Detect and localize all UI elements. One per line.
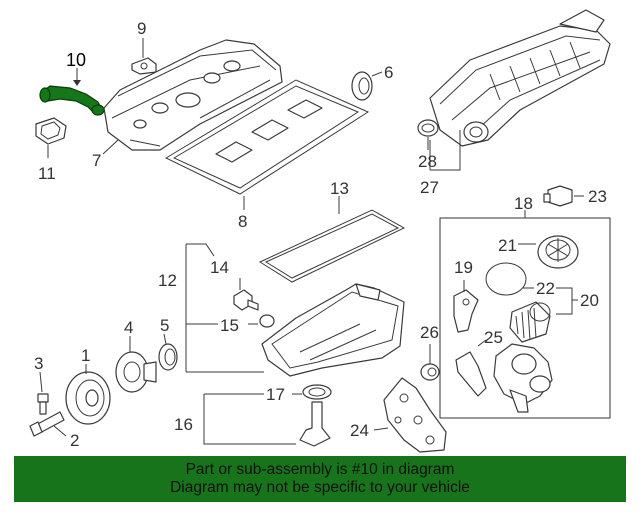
banner-line-1: Part or sub-assembly is #10 in diagram: [185, 461, 455, 478]
part-25-gasket: [455, 351, 487, 397]
leader-2: [53, 425, 67, 437]
part-5-seal: [158, 343, 178, 371]
label-28: 28: [418, 152, 437, 171]
part-20-filter-element: [509, 301, 551, 343]
label-14: 14: [210, 258, 229, 277]
label-19: 19: [454, 258, 473, 277]
label-12: 12: [158, 271, 177, 290]
label-8: 8: [238, 212, 247, 231]
label-5: 5: [160, 316, 169, 335]
label-13: 13: [330, 179, 349, 198]
leader-25: [477, 339, 487, 347]
part-26-plug: [420, 363, 440, 381]
part-11-gasket: [35, 117, 67, 145]
part-13-oil-pan-gasket: [258, 209, 406, 283]
part-22-o-ring: [485, 262, 527, 296]
part-19-gasket: [453, 289, 479, 333]
label-17: 17: [266, 385, 285, 404]
part-16-oil-pickup: [299, 401, 331, 447]
label-18: 18: [514, 194, 533, 213]
part-7-valve-cover: [103, 39, 283, 151]
part-1-pulley: [65, 371, 111, 425]
label-21: 21: [498, 236, 517, 255]
part-6-seal: [351, 71, 373, 101]
label-15: 15: [220, 316, 239, 335]
label-20: 20: [580, 291, 599, 310]
label-9: 9: [137, 19, 146, 38]
part-4-hub: [115, 351, 157, 393]
label-1: 1: [81, 346, 90, 365]
arrow-10: [73, 80, 81, 86]
part-2-bolt: [29, 411, 65, 437]
label-10: 10: [66, 50, 86, 70]
leader-7: [102, 139, 119, 155]
label-27: 27: [420, 178, 439, 197]
leader-24: [373, 427, 389, 431]
leader-16-bracket: [203, 394, 296, 445]
label-26: 26: [420, 323, 439, 342]
label-4: 4: [124, 318, 133, 337]
part-23-sensor: [543, 185, 573, 207]
leader-27-a: [430, 130, 461, 171]
leader-3: [39, 371, 43, 393]
part-labels: 1 2 3 4 5 6 7 8 9 10 11 12 13 14 15 16 1…: [34, 19, 607, 450]
leader-5: [163, 333, 167, 345]
part-3-bolt: [37, 393, 49, 415]
banner-line-2: Diagram may not be specific to your vehi…: [170, 479, 470, 496]
leader-12-top: [186, 243, 215, 257]
part-15-washer: [259, 314, 275, 328]
label-2: 2: [70, 431, 79, 450]
label-25: 25: [484, 328, 503, 347]
label-6: 6: [384, 63, 393, 82]
label-24: 24: [350, 421, 369, 440]
oil-filter-housing: [493, 343, 553, 413]
label-16: 16: [174, 415, 193, 434]
part-17-o-ring: [302, 384, 332, 400]
label-23: 23: [588, 187, 607, 206]
part-28-seal: [417, 119, 439, 137]
label-7: 7: [92, 151, 101, 170]
part-27-intake-manifold: [429, 9, 611, 147]
part-8-gasket: [164, 79, 370, 195]
part-14-drain-plug: [233, 289, 259, 311]
label-3: 3: [34, 354, 43, 373]
parts-diagram: 1 2 3 4 5 6 7 8 9 10 11 12 13 14 15 16 1…: [29, 9, 611, 453]
part-21-filter-cap: [537, 235, 579, 269]
leader-20-bracket: [556, 287, 573, 315]
label-22: 22: [536, 279, 555, 298]
part-9-gasket: [131, 57, 157, 75]
info-banner: Part or sub-assembly is #10 in diagram D…: [14, 456, 626, 502]
part-12-oil-pan: [261, 283, 405, 377]
part-24-cover: [383, 377, 447, 453]
leader-6: [371, 71, 383, 77]
part-10-breather-hose[interactable]: [39, 85, 105, 116]
label-11: 11: [38, 164, 56, 183]
